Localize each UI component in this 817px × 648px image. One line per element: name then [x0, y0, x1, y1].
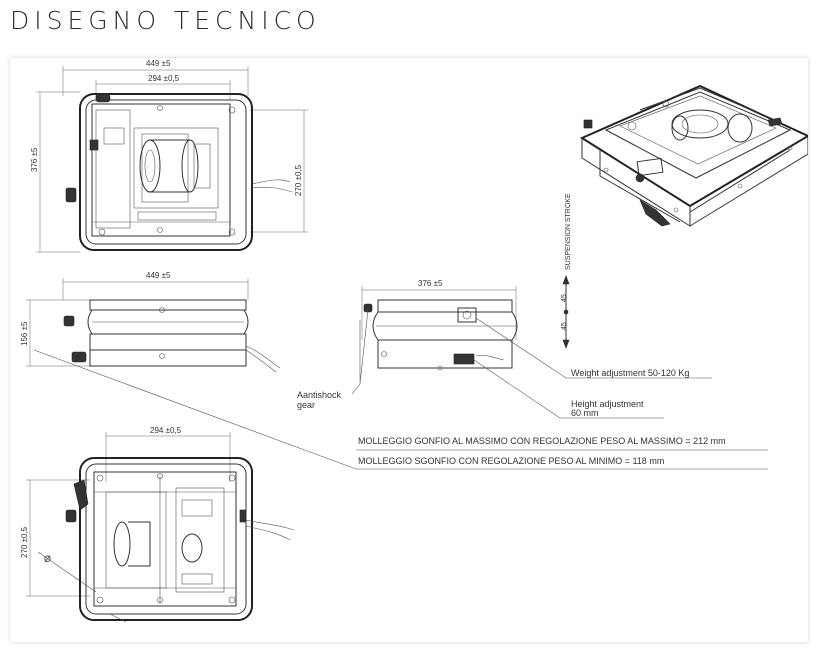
- hole-diameter-label: Ø: [44, 554, 51, 564]
- label-height-adjustment-1: Height adjustment: [571, 399, 644, 409]
- dim-294-bottom: 294 ±0,5: [150, 426, 182, 435]
- stroke-down-label: 45: [561, 322, 568, 330]
- note-max: MOLLEGGIO GONFIO AL MASSIMO CON REGOLAZI…: [358, 436, 726, 446]
- notes: MOLLEGGIO GONFIO AL MASSIMO CON REGOLAZI…: [33, 349, 768, 470]
- page-title: DISEGNO TECNICO: [10, 6, 321, 35]
- stroke-up-label: 45: [561, 294, 568, 302]
- label-weight-adjustment: Weight adjustment 50-120 Kg: [571, 368, 689, 378]
- front-view: 376 ±5 Weight adjustment 50-120 Kg Heigh…: [297, 279, 712, 419]
- dim-270-bottom: 270 ±0,5: [20, 526, 29, 558]
- dim-449-top: 449 ±5: [146, 59, 171, 68]
- dim-376-front: 376 ±5: [418, 279, 443, 288]
- dim-270-top: 270 ±0,5: [294, 164, 303, 196]
- dim-294-top: 294 ±0,5: [148, 74, 180, 83]
- technical-drawing: 449 ±5 294 ±0,5 376 ±5 270 ±0,5: [20, 59, 808, 623]
- isometric-view: [579, 84, 808, 227]
- bottom-view: 294 ±0,5 270 ±0,5 Ø: [20, 426, 295, 623]
- note-min: MOLLEGGIO SGONFIO CON REGOLAZIONE PESO A…: [358, 456, 664, 466]
- dim-449-side: 449 ±5: [146, 271, 171, 280]
- technical-drawing-panel: 449 ±5 294 ±0,5 376 ±5 270 ±0,5: [10, 58, 808, 642]
- side-view: 449 ±5 156 ±5: [20, 271, 281, 373]
- label-antishock-1: Aantishock: [297, 390, 342, 400]
- top-view: 449 ±5 294 ±0,5 376 ±5 270 ±0,5: [30, 59, 308, 253]
- label-height-adjustment-2: 60 mm: [571, 408, 599, 418]
- label-suspension-stroke: SUSPENSION STROKE: [565, 193, 572, 270]
- label-antishock-2: gear: [297, 400, 315, 410]
- suspension-stroke: SUSPENSION STROKE 45 45: [561, 193, 572, 349]
- dim-156-side: 156 ±5: [20, 321, 29, 346]
- dim-376-top: 376 ±5: [30, 147, 39, 172]
